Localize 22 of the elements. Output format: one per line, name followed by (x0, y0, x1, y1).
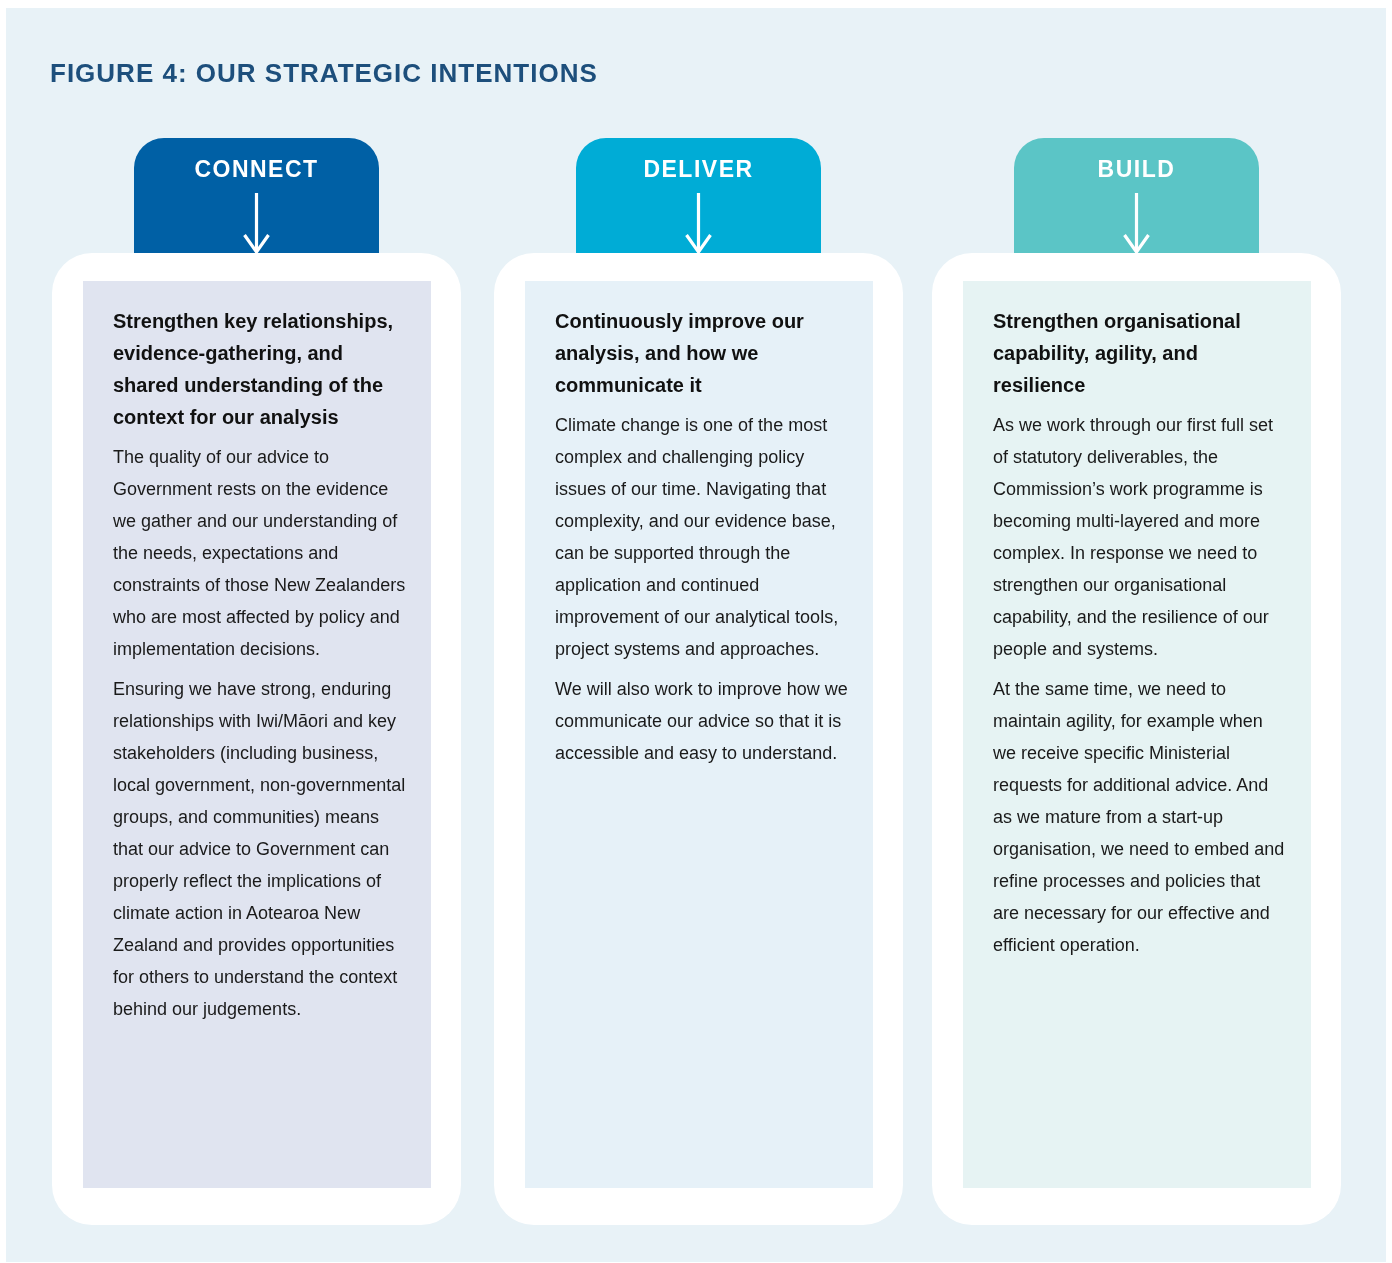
content-card (494, 253, 903, 1225)
content-card (932, 253, 1341, 1225)
arrow (1122, 193, 1151, 254)
card-paragraph: The quality of our advice to Government rests on the evidence we gather and our understanding of the needs, expectations and constraints of those New Zealanders who are most affected by policy and implementation decisions. (113, 446, 407, 661)
card-paragraph: As we work through our first full set of statutory deliverables, the Commission’s work programme is becoming multi-layered and more complex. In response we need to strengthen our organisational capability, and the resilience of our people and systems. (993, 414, 1275, 661)
arrow (684, 193, 713, 254)
card-paragraph: Ensuring we have strong, enduring relationships with Iwi/Māori and key stakeholders (including business, local government, non-governmental groups, and communities) means that our advice to Government can properly reflect the implications of climate action in Aotearoa New Zealand and provides opportunities for others to understand the context behind our judgements. (113, 678, 407, 1021)
card-paragraph: We will also work to improve how we communicate our advice so that it is accessible and easy to understand. (555, 678, 849, 765)
tab-label: DELIVER (642, 156, 755, 183)
content-card (52, 253, 461, 1225)
card-heading: Continuously improve our analysis, and how we communicate it (555, 309, 805, 398)
tab-label: CONNECT (193, 156, 320, 183)
figure-title: FIGURE 4: OUR STRATEGIC INTENTIONS (50, 58, 598, 89)
arrow (242, 193, 271, 254)
card-heading: Strengthen organisational capability, agility, and resilience (993, 309, 1242, 398)
header-tab (134, 138, 379, 253)
card-paragraph: At the same time, we need to maintain agility, for example when we receive specific Ministerial requests for additional advice. And as we mature from a start-up organisation, we need to embed and refine processes and policies that are necessary for our effective and efficient operation. (993, 678, 1286, 957)
card-paragraph: Climate change is one of the most complex and challenging policy issues of our time. Navigating that complexity, and our evidence base, can be supported through the application and continued improvement of our analytical tools, project systems and approaches. (555, 414, 840, 661)
header-tab (576, 138, 821, 253)
card-heading: Strengthen key relationships, evidence-gathering, and shared understanding of the context for our analysis (113, 309, 395, 430)
tab-label: BUILD (1096, 156, 1177, 183)
header-tab (1014, 138, 1259, 253)
